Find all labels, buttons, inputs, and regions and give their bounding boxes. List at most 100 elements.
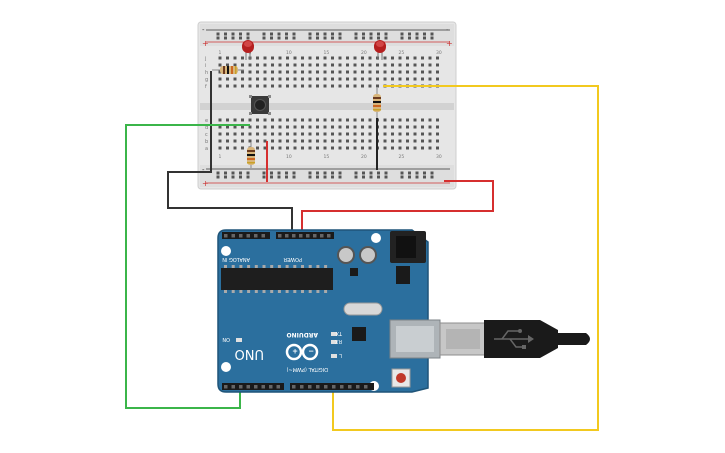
- breadboard-hole[interactable]: [331, 84, 334, 88]
- breadboard-hole[interactable]: [338, 84, 342, 88]
- breadboard-hole[interactable]: [218, 77, 222, 81]
- rail-hole[interactable]: [285, 175, 288, 179]
- rail-hole[interactable]: [384, 36, 388, 40]
- power-header[interactable]: [276, 232, 334, 239]
- breadboard-hole[interactable]: [226, 125, 229, 129]
- rail-hole[interactable]: [262, 36, 266, 40]
- breadboard-hole[interactable]: [383, 146, 387, 150]
- breadboard-hole[interactable]: [256, 70, 259, 74]
- rail-hole[interactable]: [384, 175, 388, 179]
- breadboard-hole[interactable]: [406, 56, 409, 60]
- header-pins[interactable]: [224, 234, 368, 389]
- breadboard-hole[interactable]: [346, 125, 349, 129]
- header-pin[interactable]: [320, 234, 324, 238]
- breadboard-hole[interactable]: [233, 84, 237, 88]
- breadboard-hole[interactable]: [226, 132, 229, 136]
- rail-hole[interactable]: [239, 175, 242, 179]
- breadboard-hole[interactable]: [286, 125, 289, 129]
- breadboard-hole[interactable]: [428, 146, 432, 150]
- breadboard-hole[interactable]: [436, 77, 439, 81]
- breadboard-hole[interactable]: [361, 125, 364, 129]
- header-pin[interactable]: [224, 385, 228, 389]
- breadboard-hole[interactable]: [368, 56, 372, 60]
- breadboard-hole[interactable]: [428, 77, 432, 81]
- breadboard-hole[interactable]: [391, 56, 394, 60]
- breadboard-hole[interactable]: [286, 146, 289, 150]
- breadboard-hole[interactable]: [226, 84, 229, 88]
- breadboard-hole[interactable]: [256, 132, 259, 136]
- header-pin[interactable]: [327, 234, 331, 238]
- header-pin[interactable]: [231, 234, 236, 238]
- breadboard-hole[interactable]: [278, 63, 282, 67]
- rail-hole[interactable]: [246, 36, 250, 40]
- breadboard-hole[interactable]: [301, 84, 304, 88]
- breadboard-hole[interactable]: [316, 125, 319, 129]
- resistor-2[interactable]: [373, 88, 381, 118]
- wire-yellow-pin13[interactable]: [332, 85, 599, 431]
- breadboard-hole[interactable]: [368, 63, 372, 67]
- breadboard-hole[interactable]: [428, 118, 432, 122]
- breadboard-hole[interactable]: [353, 56, 357, 60]
- breadboard-hole[interactable]: [353, 132, 357, 136]
- breadboard-hole[interactable]: [436, 139, 439, 143]
- breadboard-hole[interactable]: [353, 84, 357, 88]
- breadboard-hole[interactable]: [293, 139, 297, 143]
- breadboard-hole[interactable]: [248, 125, 252, 129]
- breadboard-hole[interactable]: [316, 70, 319, 74]
- breadboard-hole[interactable]: [226, 139, 229, 143]
- rail-hole[interactable]: [270, 36, 273, 40]
- rail-hole[interactable]: [408, 36, 411, 40]
- breadboard-hole[interactable]: [271, 132, 274, 136]
- rail-hole[interactable]: [400, 175, 404, 179]
- breadboard-hole[interactable]: [398, 146, 402, 150]
- header-pin[interactable]: [332, 385, 336, 389]
- breadboard-hole[interactable]: [308, 146, 312, 150]
- breadboard-hole[interactable]: [398, 125, 402, 129]
- rail-hole[interactable]: [277, 32, 281, 36]
- breadboard-hole[interactable]: [391, 146, 394, 150]
- breadboard-hole[interactable]: [361, 56, 364, 60]
- breadboard-hole[interactable]: [331, 63, 334, 67]
- breadboard-hole[interactable]: [361, 132, 364, 136]
- breadboard-hole[interactable]: [346, 132, 349, 136]
- breadboard-hole[interactable]: [233, 77, 237, 81]
- breadboard-hole[interactable]: [263, 139, 267, 143]
- breadboard-hole[interactable]: [398, 139, 402, 143]
- rail-hole[interactable]: [369, 36, 373, 40]
- wire-green-pin2[interactable]: [125, 124, 250, 409]
- breadboard-hole[interactable]: [308, 125, 312, 129]
- breadboard-hole[interactable]: [271, 139, 274, 143]
- breadboard-hole[interactable]: [421, 70, 424, 74]
- rail-hole[interactable]: [354, 171, 358, 175]
- breadboard-hole[interactable]: [256, 56, 259, 60]
- header-pin[interactable]: [276, 385, 281, 389]
- breadboard-hole[interactable]: [436, 70, 439, 74]
- breadboard-hole[interactable]: [263, 84, 267, 88]
- rail-hole[interactable]: [384, 171, 388, 175]
- rail-hole[interactable]: [292, 171, 296, 175]
- rail-hole[interactable]: [415, 171, 419, 175]
- breadboard-hole[interactable]: [353, 125, 357, 129]
- breadboard-hole[interactable]: [263, 70, 267, 74]
- breadboard-hole[interactable]: [391, 118, 394, 122]
- breadboard-hole[interactable]: [278, 56, 282, 60]
- breadboard-hole[interactable]: [398, 56, 402, 60]
- header-pin[interactable]: [239, 385, 243, 389]
- breadboard-hole[interactable]: [368, 146, 372, 150]
- rail-hole[interactable]: [362, 32, 365, 36]
- breadboard-hole[interactable]: [248, 63, 252, 67]
- breadboard-hole[interactable]: [338, 132, 342, 136]
- breadboard-hole[interactable]: [233, 56, 237, 60]
- rail-hole[interactable]: [369, 171, 373, 175]
- breadboard-hole[interactable]: [421, 132, 424, 136]
- breadboard-hole[interactable]: [406, 63, 409, 67]
- rail-hole[interactable]: [277, 175, 281, 179]
- rail-hole[interactable]: [216, 175, 220, 179]
- breadboard-hole[interactable]: [346, 77, 349, 81]
- rail-hole[interactable]: [292, 32, 296, 36]
- breadboard-hole[interactable]: [436, 125, 439, 129]
- rail-hole[interactable]: [423, 32, 426, 36]
- breadboard-hole[interactable]: [346, 139, 349, 143]
- breadboard-hole[interactable]: [218, 63, 222, 67]
- breadboard-hole[interactable]: [278, 84, 282, 88]
